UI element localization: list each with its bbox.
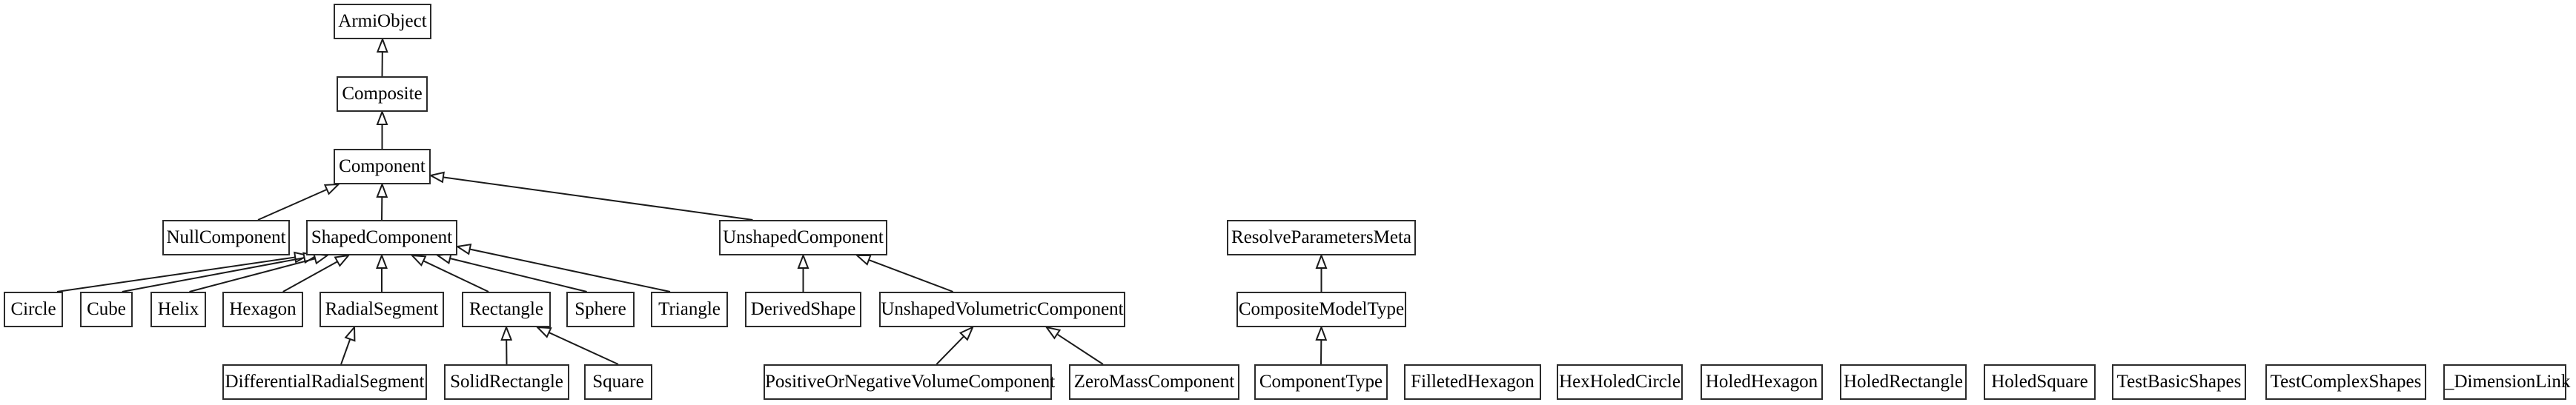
class-node-DifferentialRadialSegment[interactable]: DifferentialRadialSegment	[222, 364, 427, 400]
inheritance-arrowhead-icon	[410, 254, 427, 267]
inheritance-arrowhead-icon	[344, 325, 356, 342]
edge-Square-to-Rectangle	[549, 332, 619, 365]
inheritance-arrowhead-icon	[535, 326, 552, 338]
class-node-ResolveParametersMeta[interactable]: ResolveParametersMeta	[1227, 220, 1416, 255]
class-node-ZeroMassComponent[interactable]: ZeroMassComponent	[1069, 364, 1239, 400]
class-node-Rectangle[interactable]: Rectangle	[462, 292, 551, 327]
inheritance-arrowhead-icon	[500, 325, 513, 341]
class-node-Component[interactable]: Component	[334, 149, 431, 184]
inheritance-arrowhead-icon	[428, 171, 445, 184]
class-node-RadialSegment[interactable]: RadialSegment	[319, 292, 444, 327]
class-node-ShapedComponent[interactable]: ShapedComponent	[306, 220, 457, 255]
class-node-ComponentType[interactable]: ComponentType	[1254, 364, 1388, 400]
class-node-CompositeModelType[interactable]: CompositeModelType	[1236, 292, 1406, 327]
inheritance-arrowhead-icon	[1044, 326, 1062, 340]
edge-UnshapedVolumetricComponent-to-UnshapedComponent	[868, 259, 953, 292]
class-node-TestBasicShapes[interactable]: TestBasicShapes	[2112, 364, 2246, 400]
edge-Triangle-to-ShapedComponent	[469, 248, 671, 292]
class-node-NullComponent[interactable]: NullComponent	[162, 220, 290, 255]
inheritance-arrowhead-icon	[1315, 253, 1328, 269]
class-node-ArmiObject[interactable]: ArmiObject	[334, 4, 431, 39]
class-node-SolidRectangle[interactable]: SolidRectangle	[444, 364, 569, 400]
class-node-UnshapedVolumetricComponent[interactable]: UnshapedVolumetricComponent	[879, 292, 1125, 327]
class-node-Triangle[interactable]: Triangle	[651, 292, 728, 327]
inheritance-arrowhead-icon	[855, 254, 872, 266]
inheritance-arrowhead-icon	[455, 243, 472, 255]
class-node-UnshapedComponent[interactable]: UnshapedComponent	[719, 220, 887, 255]
class-node-HoledHexagon[interactable]: HoledHexagon	[1701, 364, 1823, 400]
class-node-_DimensionLink[interactable]: _DimensionLink	[2443, 364, 2570, 400]
class-node-PositiveOrNegativeVolumeComponent[interactable]: PositiveOrNegativeVolumeComponent	[764, 364, 1055, 400]
inheritance-arrowhead-icon	[334, 254, 351, 267]
class-node-HoledRectangle[interactable]: HoledRectangle	[1840, 364, 1967, 400]
class-node-TestComplexShapes[interactable]: TestComplexShapes	[2265, 364, 2426, 400]
class-node-Square[interactable]: Square	[584, 364, 652, 400]
edge-Hexagon-to-ShapedComponent	[282, 261, 338, 292]
inheritance-arrowhead-icon	[958, 325, 975, 341]
class-node-FilletedHexagon[interactable]: FilletedHexagon	[1404, 364, 1541, 400]
class-node-HexHoledCircle[interactable]: HexHoledCircle	[1557, 364, 1683, 400]
inheritance-arrowhead-icon	[323, 183, 341, 195]
edge-Cube-to-ShapedComponent	[122, 257, 305, 292]
class-node-Cube[interactable]: Cube	[80, 292, 133, 327]
class-node-Sphere[interactable]: Sphere	[566, 292, 635, 327]
inheritance-arrowhead-icon	[1315, 325, 1328, 341]
edge-PositiveOrNegativeVolumeComponent-to-UnshapedVolumetricComponent	[936, 335, 965, 365]
edge-DifferentialRadialSegment-to-RadialSegment	[340, 338, 351, 365]
class-node-Circle[interactable]: Circle	[4, 292, 63, 327]
edge-Helix-to-ShapedComponent	[189, 258, 316, 292]
class-node-Composite[interactable]: Composite	[337, 76, 428, 112]
class-node-DerivedShape[interactable]: DerivedShape	[745, 292, 861, 327]
class-node-HoledSquare[interactable]: HoledSquare	[1984, 364, 2096, 400]
edge-ZeroMassComponent-to-UnshapedVolumetricComponent	[1056, 333, 1104, 365]
inheritance-arrowhead-icon	[376, 37, 388, 53]
inheritance-arrowhead-icon	[797, 253, 809, 269]
edge-Circle-to-ShapedComponent	[56, 256, 296, 292]
inheritance-arrowhead-icon	[376, 253, 388, 269]
edge-Sphere-to-ShapedComponent	[449, 258, 587, 292]
edge-UnshapedComponent-to-Component	[443, 176, 753, 221]
edge-Rectangle-to-ShapedComponent	[423, 260, 489, 292]
class-node-Hexagon[interactable]: Hexagon	[222, 292, 303, 327]
edge-NullComponent-to-Component	[257, 188, 328, 221]
inheritance-arrowhead-icon	[376, 110, 388, 125]
inheritance-arrowhead-icon	[376, 182, 388, 198]
class-node-Helix[interactable]: Helix	[150, 292, 206, 327]
